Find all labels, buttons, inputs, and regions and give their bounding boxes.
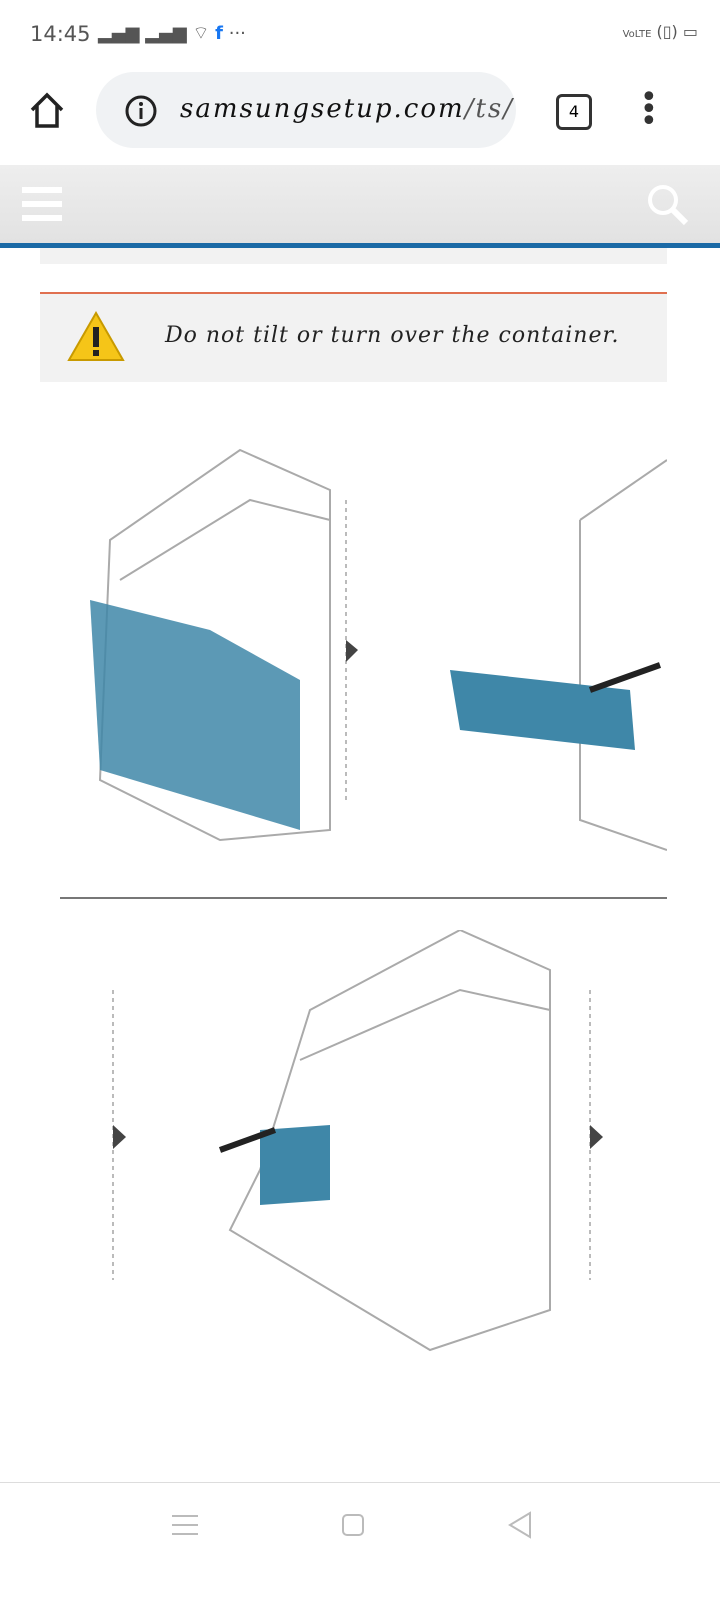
- content-strip: [40, 248, 667, 264]
- android-nav-bar: [0, 1482, 720, 1601]
- more-menu-icon[interactable]: •••: [640, 80, 658, 139]
- section-divider: [60, 897, 667, 899]
- url-domain: samsungsetup.com: [180, 94, 465, 124]
- recent-apps-icon[interactable]: [172, 1513, 198, 1537]
- volte-label: VoLTE: [622, 29, 652, 40]
- url-path: /ts/: [464, 94, 514, 124]
- waste-toner-container: [260, 1125, 330, 1205]
- front-cover: [90, 600, 300, 830]
- status-bar: 14:45 ▂▄▆ ▂▄▆ ⌔ f ··· VoLTE (▯) ▭: [0, 0, 720, 70]
- site-header: [0, 165, 720, 248]
- signal-wifi-facebook-icons: ▂▄▆ ▂▄▆ ⌔ f ···: [98, 23, 246, 44]
- printer-illustration-step-1-2: [90, 448, 667, 851]
- warning-icon: [67, 310, 125, 361]
- warning-box: [40, 292, 667, 382]
- hamburger-menu-icon[interactable]: [22, 187, 62, 223]
- volte-vibrate-battery-icons: VoLTE (▯) ▭: [622, 22, 698, 41]
- address-bar[interactable]: [96, 72, 516, 148]
- url-text[interactable]: samsungsetup.com/ts/: [180, 94, 514, 124]
- printer-illustration-step-3: [112, 930, 603, 1352]
- arrow-right-icon: [590, 1125, 603, 1149]
- arrow-right-icon: [346, 640, 358, 662]
- arrow-right-icon: [113, 1125, 126, 1149]
- toner-cartridge: [450, 670, 635, 750]
- clock: 14:45: [30, 22, 91, 46]
- home-nav-icon[interactable]: [341, 1513, 365, 1537]
- tab-switcher-button[interactable]: 4: [556, 94, 592, 130]
- home-icon[interactable]: [28, 92, 66, 130]
- info-icon[interactable]: [124, 94, 158, 128]
- warning-text: Do not tilt or turn over the container.: [165, 323, 620, 348]
- back-icon[interactable]: [508, 1511, 532, 1539]
- search-icon[interactable]: [646, 183, 690, 227]
